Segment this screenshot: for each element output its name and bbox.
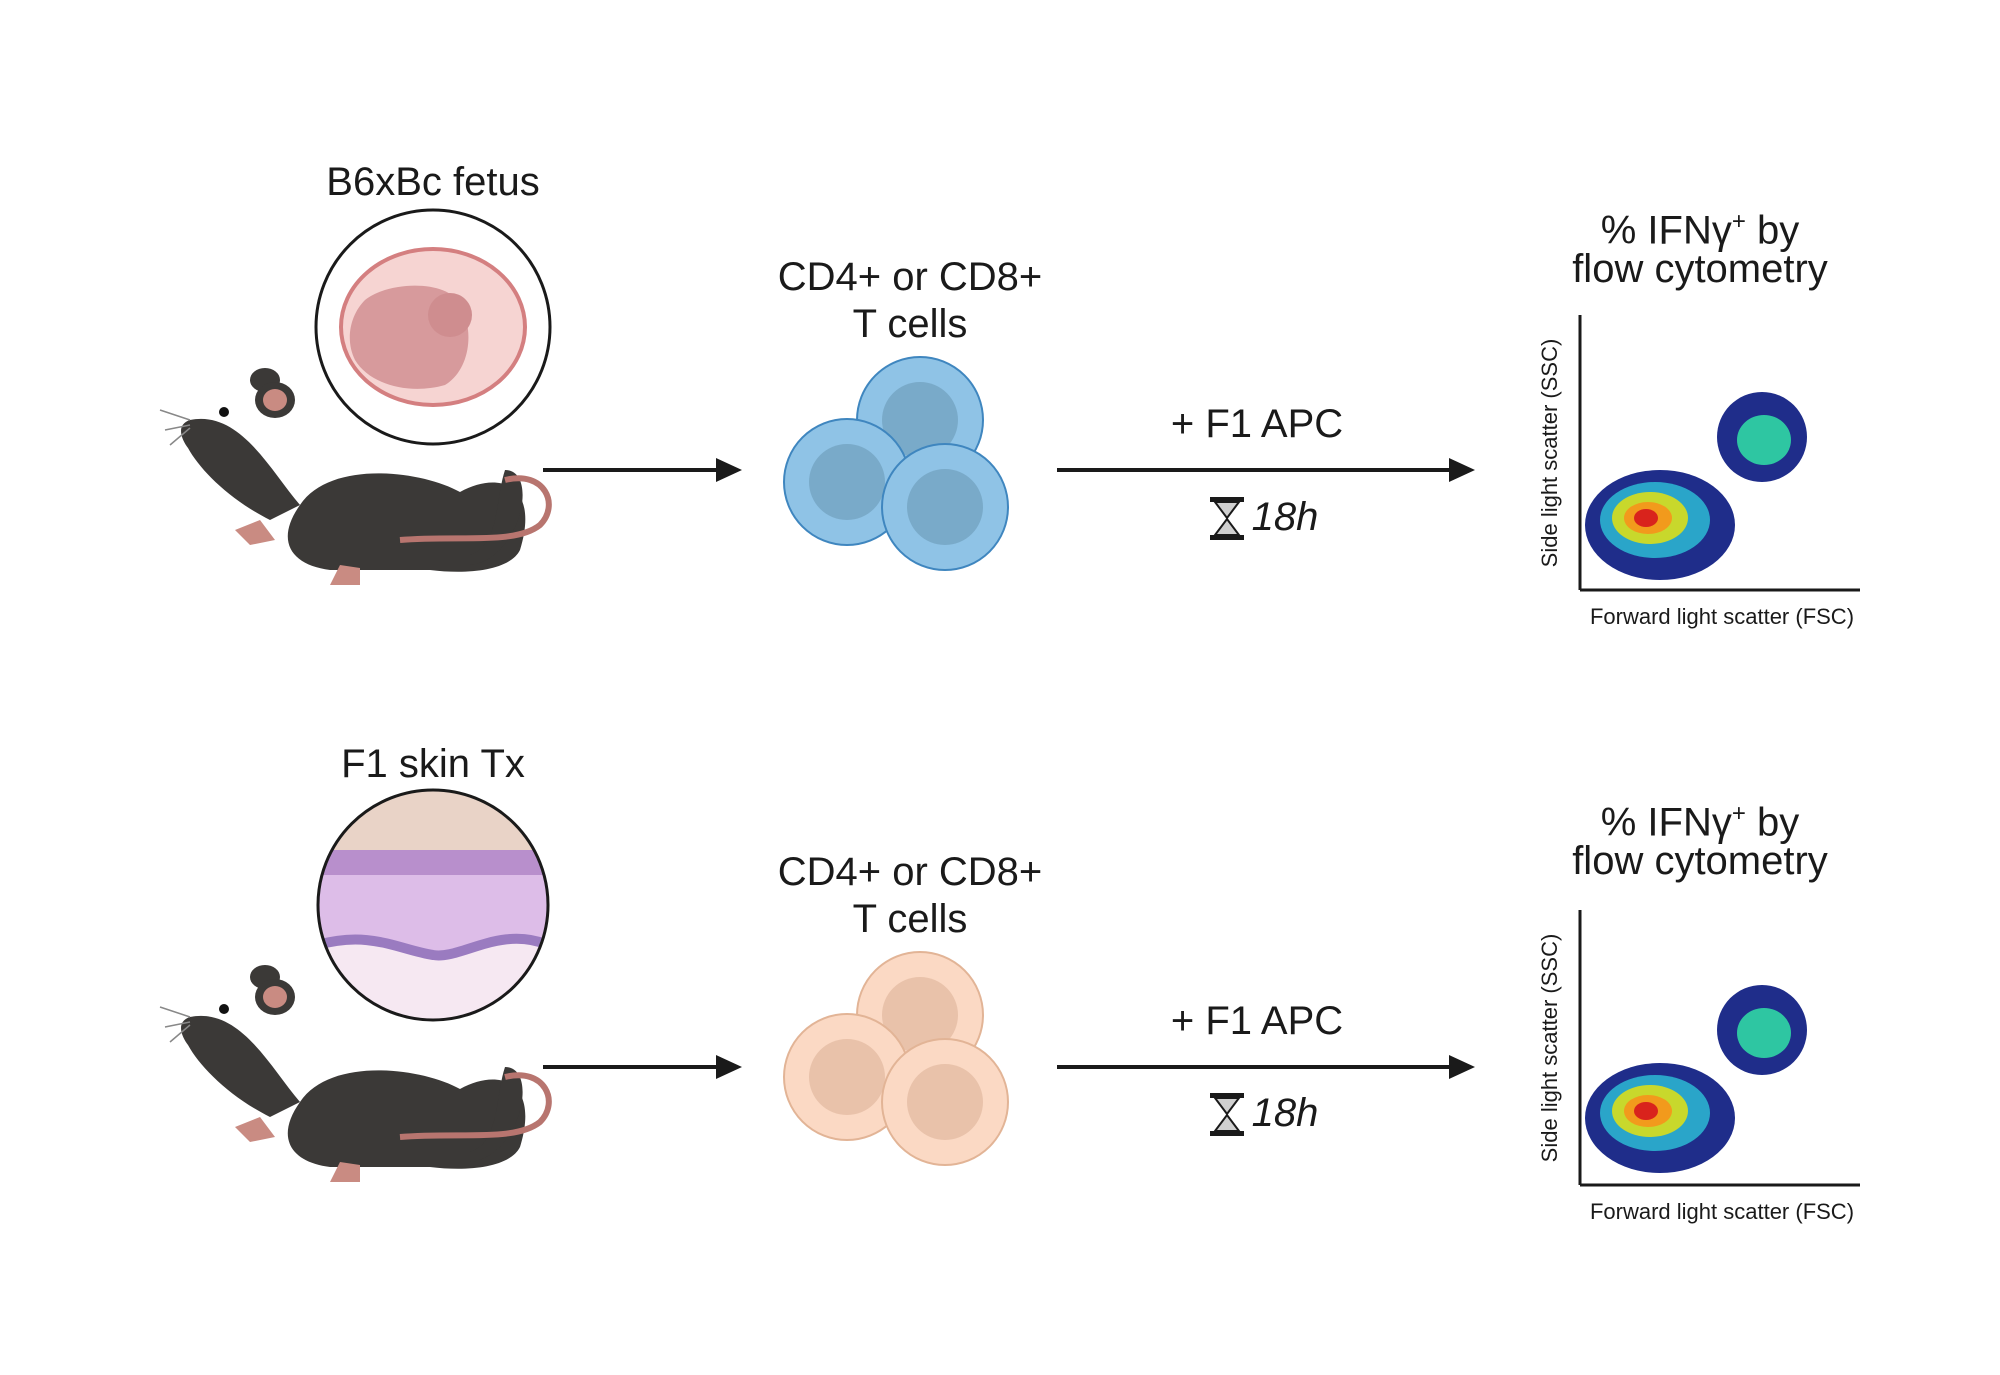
arrow-to-tcells [543,1055,742,1079]
readout-title-line1: % IFNγ+ by [1600,800,1800,845]
x-axis-label: Forward light scatter (FSC) [1589,1199,1855,1224]
arrow-to-readout [1057,458,1475,482]
source-label: F1 skin Tx [341,742,525,786]
arrow-to-readout [1057,1055,1475,1079]
incubation-time: 18h [1251,495,1319,539]
stimulation-label: + F1 APC [1170,402,1344,446]
tcells-label-line1: CD4+ or CD8+ [777,255,1043,299]
x-axis-label: Forward light scatter (FSC) [1589,604,1855,629]
y-axis-label: Side light scatter (SSC) [1537,933,1562,1163]
stimulation-label: + F1 APC [1170,999,1344,1043]
mouse-icon [159,965,552,1182]
flow-scatter-plot [1578,910,1860,1187]
tcell-cluster [783,356,1009,571]
flow-scatter-plot [1578,315,1860,592]
tcell-cluster [783,951,1009,1166]
hourglass-icon [1210,497,1244,540]
embryo-illustration [314,208,552,446]
hourglass-icon [1210,1093,1244,1136]
incubation-time: 18h [1251,1091,1319,1135]
source-label: B6xBc fetus [326,160,540,204]
skin-graft-illustration [316,788,550,1022]
tcells-label-line2: T cells [852,302,968,346]
mouse-icon [159,368,552,585]
readout-title-line2: flow cytometry [1572,839,1828,883]
tcells-label-line2: T cells [852,897,968,941]
readout-title-line1: % IFNγ+ by [1600,208,1800,253]
arrow-to-tcells [543,458,742,482]
tcells-label-line1: CD4+ or CD8+ [777,850,1043,894]
readout-title-line2: flow cytometry [1572,247,1828,291]
